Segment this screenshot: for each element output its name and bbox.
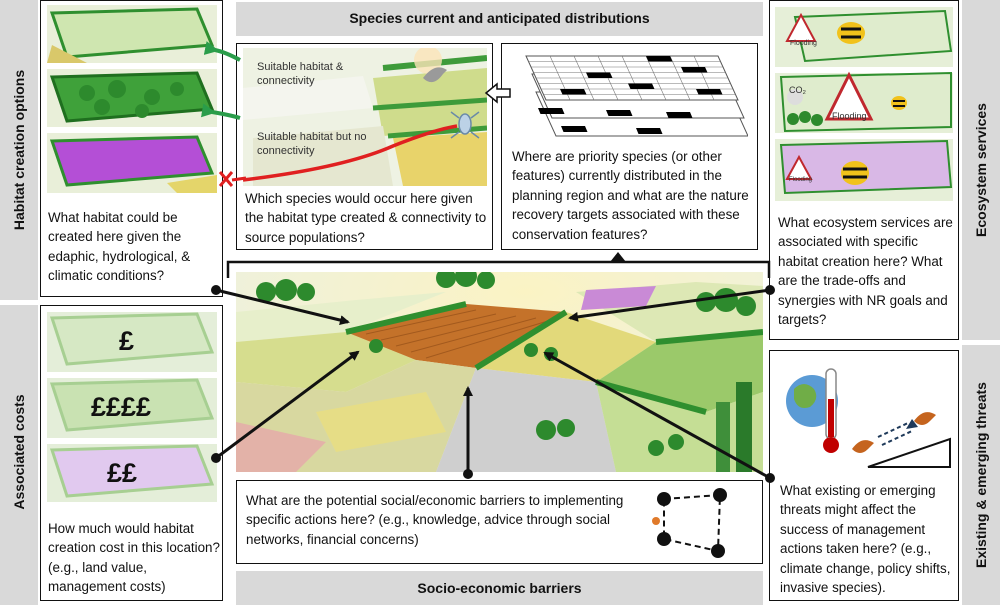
flooding-label-1: Flooding [790, 40, 817, 47]
priority-species-box: Where are priority species (or other fea… [501, 43, 758, 250]
bottom-band [236, 571, 763, 605]
cost-level-low: £ [119, 326, 135, 356]
threats-box: What existing or emerging threats might … [769, 350, 959, 601]
top-bracket [226, 252, 771, 278]
central-landscape [236, 272, 763, 472]
label-suitable-unconnected: Suitable habitat but no connectivity [257, 131, 367, 157]
band-label-socio-economic: Socio-economic barriers [417, 580, 582, 596]
co2-label: CO₂ [789, 85, 806, 95]
ecosystem-thumbnails [775, 7, 953, 201]
hollow-arrow-left [484, 82, 511, 104]
habitat-options-box: What habitat could be created here given… [40, 0, 223, 297]
threats-illustration [786, 368, 951, 468]
threats-question: What existing or emerging threats might … [780, 483, 951, 596]
barriers-question: What are the potential social/economic b… [246, 493, 624, 547]
connectivity-illustration [243, 48, 487, 186]
cost-level-high: ££££ [91, 392, 152, 422]
priority-question: Where are priority species (or other fea… [512, 149, 749, 242]
habitat-question: What habitat could be created here given… [48, 210, 191, 284]
species-question: Which species would occur here given the… [245, 191, 487, 245]
label-suitable-connected: Suitable habitat & connectivity [257, 61, 344, 87]
ecosystem-question: What ecosystem services are associated w… [778, 215, 953, 328]
right-band-bottom [962, 345, 1000, 605]
left-band-top [0, 0, 38, 300]
left-band-bottom [0, 305, 38, 605]
cost-level-medium: ££ [107, 458, 138, 488]
costs-question: How much would habitat creation cost in … [48, 521, 220, 595]
ecosystem-services-box: Flooding CO₂ Flooding Flooding What ecos… [769, 0, 959, 340]
species-connectivity-box: Suitable habitat & connectivity Suitable… [236, 43, 493, 250]
right-band-top [962, 0, 1000, 340]
social-network-icon [652, 488, 727, 558]
flooding-label-3: Flooding [789, 177, 813, 183]
costs-thumbnails [47, 312, 217, 502]
flooding-label-2: Flooding [832, 111, 867, 121]
grid-layers-icon [525, 55, 748, 137]
top-band [236, 2, 763, 36]
band-label-species-distributions: Species current and anticipated distribu… [349, 10, 650, 26]
barriers-box: What are the potential social/economic b… [236, 480, 763, 564]
